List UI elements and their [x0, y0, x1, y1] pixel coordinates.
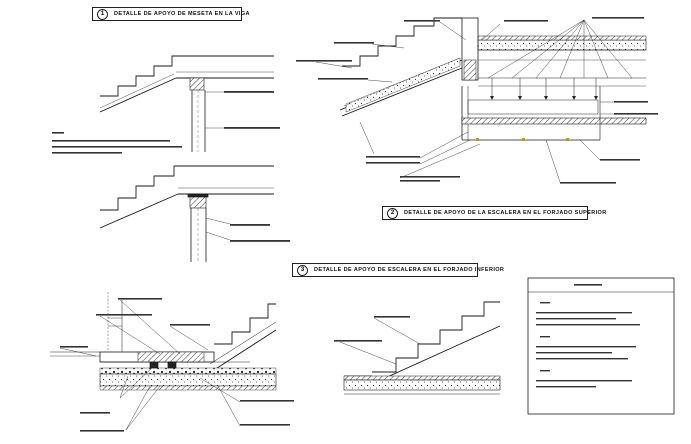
- detail-4-section: [339, 301, 501, 395]
- detail-2-title: DETALLE DE APOYO DE LA ESCALERA EN EL FO…: [404, 210, 607, 216]
- detail-1-title-box: 1 DETALLE DE APOYO DE MESETA EN LA VIGA: [92, 7, 250, 21]
- detail-1-top-section: [99, 55, 274, 152]
- detail-2-title-box: 2 DETALLE DE APOYO DE LA ESCALERA EN EL …: [382, 206, 606, 220]
- detail-1-number: 1: [97, 8, 108, 20]
- detail-3-title: DETALLE DE APOYO DE ESCALERA EN EL FORJA…: [314, 267, 505, 273]
- detail-3-section: [50, 292, 277, 431]
- detail-1-title: DETALLE DE APOYO DE MESETA EN LA VIGA: [114, 11, 250, 17]
- annotation-marks: [52, 17, 658, 432]
- detail-2-section: [315, 17, 647, 183]
- detail-3-number: 3: [297, 264, 308, 276]
- detail-3-title-box: 3 DETALLE DE APOYO DE ESCALERA EN EL FOR…: [292, 263, 504, 277]
- detail-1-bottom-section: [99, 165, 274, 262]
- detail-2-number: 2: [387, 207, 398, 219]
